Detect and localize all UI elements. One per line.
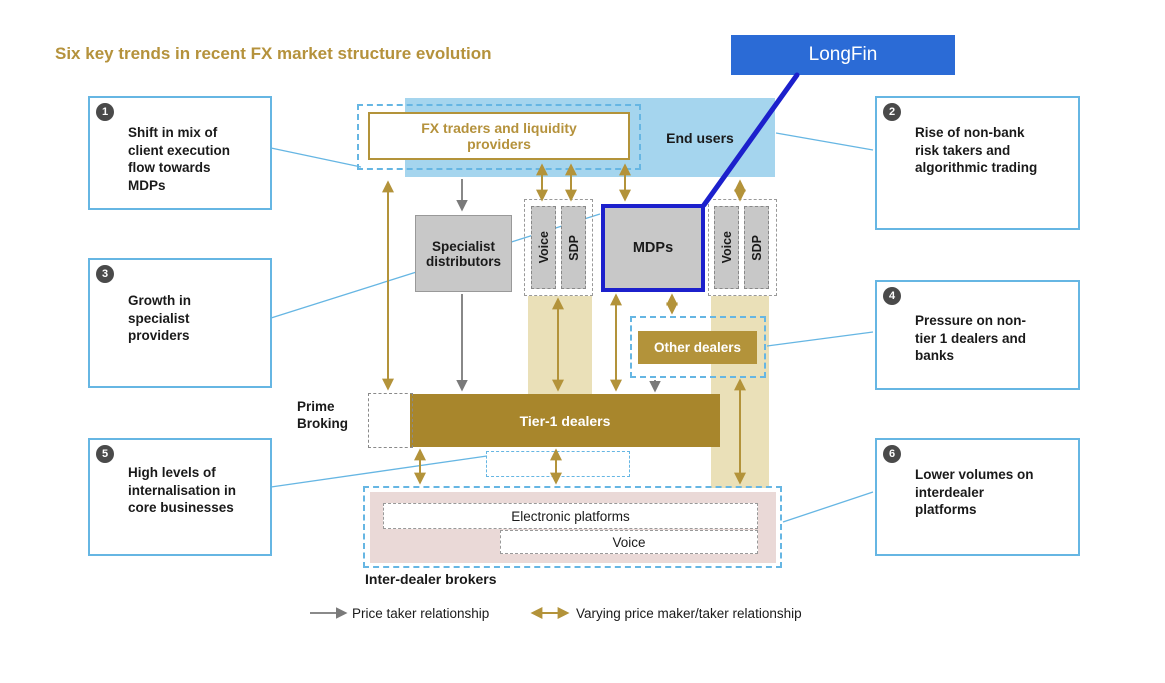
voice-platform-box: Voice bbox=[500, 530, 758, 554]
sdp-box-right: SDP bbox=[744, 206, 769, 289]
callout-number: 6 bbox=[883, 445, 901, 463]
voice-right-label: Voice bbox=[719, 231, 734, 264]
callout-4: 4 Pressure on non-tier 1 dealers and ban… bbox=[875, 280, 1080, 390]
longfin-label: LongFin bbox=[731, 35, 955, 75]
fx-traders-box: FX traders and liquidity providers bbox=[368, 112, 630, 160]
other-dealers-dashed-outline bbox=[630, 316, 766, 378]
other-dealers-box: Other dealers bbox=[638, 331, 757, 364]
electronic-platforms-box: Electronic platforms bbox=[383, 503, 758, 529]
prime-broking-label: Prime Broking bbox=[297, 399, 349, 431]
callout-text: Growth in specialist providers bbox=[128, 293, 191, 344]
callout-text: Rise of non-bank risk takers and algorit… bbox=[915, 125, 1038, 176]
prime-broking-dashed-outline bbox=[368, 393, 413, 448]
callout-number: 3 bbox=[96, 265, 114, 283]
interdealer-dashed-outline bbox=[363, 486, 782, 568]
interdealer-brokers-label: Inter-dealer brokers bbox=[365, 571, 497, 587]
callout-text: High levels of internalisation in core b… bbox=[128, 465, 237, 516]
callout-connector bbox=[782, 491, 874, 523]
callout-5: 5 High levels of internalisation in core… bbox=[88, 438, 272, 556]
mdps-label: MDPs bbox=[632, 240, 674, 256]
page-title: Six key trends in recent FX market struc… bbox=[55, 44, 492, 63]
callout-connector bbox=[270, 455, 488, 488]
voice-box-right: Voice bbox=[714, 206, 739, 289]
callout-number: 4 bbox=[883, 287, 901, 305]
sdp-left-label: SDP bbox=[566, 234, 581, 261]
callout-connector bbox=[270, 147, 362, 168]
callout-connector bbox=[766, 331, 874, 347]
mdps-box-highlighted: MDPs bbox=[601, 204, 705, 292]
callout-number: 2 bbox=[883, 103, 901, 121]
callout-6: 6 Lower volumes on interdealer platforms bbox=[875, 438, 1080, 556]
voice-left-label: Voice bbox=[536, 231, 551, 264]
flow-band-left bbox=[528, 296, 592, 395]
legend-varying-label: Varying price maker/taker relationship bbox=[576, 606, 802, 621]
callout-connector bbox=[775, 132, 874, 151]
tier1-sub-dashed-outline bbox=[486, 451, 630, 477]
voice-box-left: Voice bbox=[531, 206, 556, 289]
callout-text: Shift in mix of client execution flow to… bbox=[128, 125, 231, 193]
fx-traders-label: FX traders and liquidity providers bbox=[421, 120, 577, 152]
end-users-label: End users bbox=[666, 130, 734, 146]
legend-price-taker-label: Price taker relationship bbox=[352, 606, 490, 621]
sdp-box-left: SDP bbox=[561, 206, 586, 289]
callout-number: 5 bbox=[96, 445, 114, 463]
callout-text: Pressure on non-tier 1 dealers and banks bbox=[915, 313, 1027, 364]
sdp-right-label: SDP bbox=[749, 234, 764, 261]
callout-1: 1 Shift in mix of client execution flow … bbox=[88, 96, 272, 210]
callout-text: Lower volumes on interdealer platforms bbox=[915, 467, 1034, 518]
specialist-distributors-label: Specialist distributors bbox=[425, 238, 501, 269]
tier1-dealers-box: Tier-1 dealers bbox=[410, 394, 720, 447]
callout-2: 2 Rise of non-bank risk takers and algor… bbox=[875, 96, 1080, 230]
fx-traders-dashed-outline bbox=[357, 104, 641, 170]
callout-number: 1 bbox=[96, 103, 114, 121]
callout-3: 3 Growth in specialist providers bbox=[88, 258, 272, 388]
specialist-distributors-box: Specialist distributors bbox=[415, 215, 512, 292]
